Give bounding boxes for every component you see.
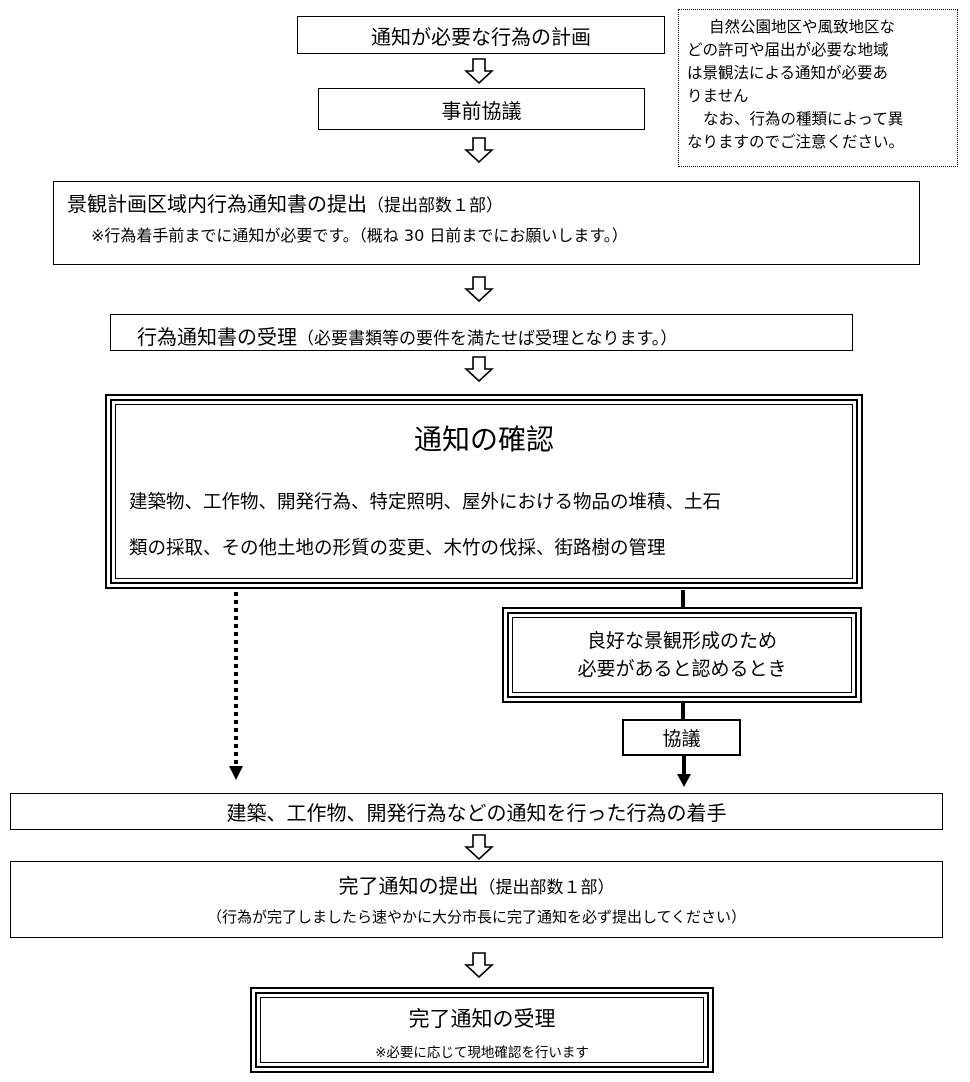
- side-note-line-2: どの許可や届出が必要な地域: [687, 41, 889, 59]
- down-arrow-icon: [464, 834, 494, 860]
- completion-title: 完了通知の提出: [338, 874, 479, 898]
- connector-line: [681, 703, 685, 721]
- confirmation-box: 通知の確認 建築物、工作物、開発行為、特定照明、屋外における物品の堆積、土石 類…: [105, 394, 863, 589]
- side-note-line-4: りません: [687, 87, 749, 105]
- completion-accept-box: 完了通知の受理 ※必要に応じて現地確認を行います: [250, 987, 714, 1073]
- side-note: 自然公園地区や風致地区な どの許可や届出が必要な地域 は景観法による通知が必要あ…: [678, 9, 958, 167]
- acceptance-title: 行為通知書の受理: [137, 325, 297, 349]
- prior-consultation-label: 事前協議: [441, 98, 522, 123]
- confirmation-items-line-1: 建築物、工作物、開発行為、特定照明、屋外における物品の堆積、土石: [129, 492, 722, 513]
- commencement-box: 建築、工作物、開発行為などの通知を行った行為の着手: [10, 793, 943, 830]
- down-arrow-icon: [464, 58, 494, 84]
- completion-note: （行為が完了しましたら速やかに大分市長に完了通知を必ず提出してください）: [206, 908, 747, 926]
- side-note-line-5: なお、行為の種類によって異: [703, 110, 904, 128]
- down-arrow-icon: [464, 137, 494, 163]
- completion-copies: （提出部数１部）: [478, 878, 615, 898]
- side-note-line-1: 自然公園地区や風致地区な: [709, 18, 896, 36]
- down-arrow-icon: [677, 756, 691, 787]
- side-note-line-6: なりますのでご注意ください。: [687, 133, 905, 151]
- down-arrow-icon: [464, 952, 494, 978]
- prior-consultation-box: 事前協議: [318, 88, 645, 130]
- necessary-line-1: 良好な景観形成のため: [586, 630, 777, 652]
- consultation-label: 協議: [662, 728, 701, 750]
- completion-box: 完了通知の提出（提出部数１部） （行為が完了しましたら速やかに大分市長に完了通知…: [10, 861, 943, 938]
- submission-note: ※行為着手前までに通知が必要です。（概ね 30 日前までにお願いします。）: [91, 226, 628, 245]
- submission-copies: （提出部数１部）: [367, 196, 503, 216]
- plan-box: 通知が必要な行為の計画: [297, 16, 665, 54]
- necessary-line-2: 必要があると認めるとき: [577, 658, 787, 680]
- completion-accept-title: 完了通知の受理: [408, 1007, 556, 1031]
- dotted-down-arrow-icon: [229, 592, 243, 780]
- completion-accept-note: ※必要に応じて現地確認を行います: [375, 1045, 589, 1061]
- commencement-label: 建築、工作物、開発行為などの通知を行った行為の着手: [226, 801, 727, 825]
- submission-title: 景観計画区域内行為通知書の提出: [67, 192, 367, 216]
- confirmation-items-line-2: 類の採取、その他土地の形質の変更、木竹の伐採、街路樹の管理: [129, 538, 666, 559]
- submission-box: 景観計画区域内行為通知書の提出（提出部数１部） ※行為着手前までに通知が必要です…: [53, 181, 920, 265]
- confirmation-title: 通知の確認: [413, 423, 554, 456]
- connector-line: [681, 590, 685, 610]
- side-note-line-3: は景観法による通知が必要あ: [687, 64, 889, 82]
- plan-label: 通知が必要な行為の計画: [371, 24, 591, 49]
- consultation-box: 協議: [622, 719, 741, 756]
- necessary-condition-box: 良好な景観形成のため 必要があると認めるとき: [502, 607, 862, 703]
- acceptance-box: 行為通知書の受理（必要書類等の要件を満たせば受理となります。）: [110, 314, 853, 351]
- down-arrow-icon: [464, 276, 494, 302]
- down-arrow-icon: [464, 356, 494, 382]
- acceptance-note: （必要書類等の要件を満たせば受理となります。）: [297, 329, 678, 349]
